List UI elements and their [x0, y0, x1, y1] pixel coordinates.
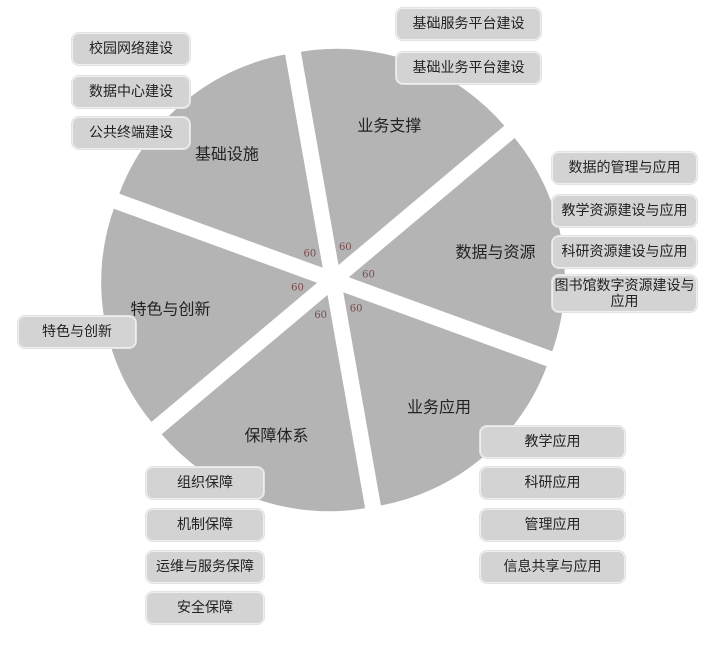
box-data-center: 数据中心建设: [72, 76, 190, 108]
box-basic-business-platform: 基础业务平台建设: [396, 52, 541, 84]
box-research-resources: 科研资源建设与应用: [552, 236, 697, 268]
box-data-management: 数据的管理与应用: [552, 152, 697, 184]
box-info-sharing: 信息共享与应用: [480, 551, 625, 583]
box-library-resources: 图书馆数字资源建设与应用: [552, 275, 697, 312]
box-basic-service-platform: 基础服务平台建设: [396, 8, 541, 40]
box-feature-innovation: 特色与创新: [18, 316, 136, 348]
box-campus-network: 校园网络建设: [72, 33, 190, 65]
slice-value-label: 60: [291, 282, 304, 293]
box-research-app: 科研应用: [480, 467, 625, 499]
box-ops-service-guarantee: 运维与服务保障: [146, 551, 264, 583]
slice-label: 保障体系: [245, 426, 309, 445]
box-security-guarantee: 安全保障: [146, 592, 264, 624]
slice-value-label: 60: [339, 242, 352, 253]
box-org-guarantee: 组织保障: [146, 467, 264, 499]
slice-label: 业务支撑: [357, 116, 421, 135]
slice-value-label: 60: [303, 248, 316, 259]
slice-label: 基础设施: [195, 145, 259, 164]
pie-slice: [156, 287, 370, 516]
slice-value-label: 60: [362, 270, 375, 281]
box-teaching-app: 教学应用: [480, 426, 625, 458]
box-public-terminal: 公共终端建设: [72, 117, 190, 149]
slice-label: 特色与创新: [130, 300, 210, 319]
pie-slice: [338, 286, 552, 511]
slice-value-label: 60: [314, 310, 327, 321]
slice-label: 业务应用: [407, 397, 471, 416]
box-mechanism-guarantee: 机制保障: [146, 509, 264, 541]
slice-label: 数据与资源: [455, 242, 535, 261]
box-teaching-resources: 教学资源建设与应用: [552, 195, 697, 227]
slice-value-label: 60: [350, 304, 363, 315]
box-management-app: 管理应用: [480, 509, 625, 541]
